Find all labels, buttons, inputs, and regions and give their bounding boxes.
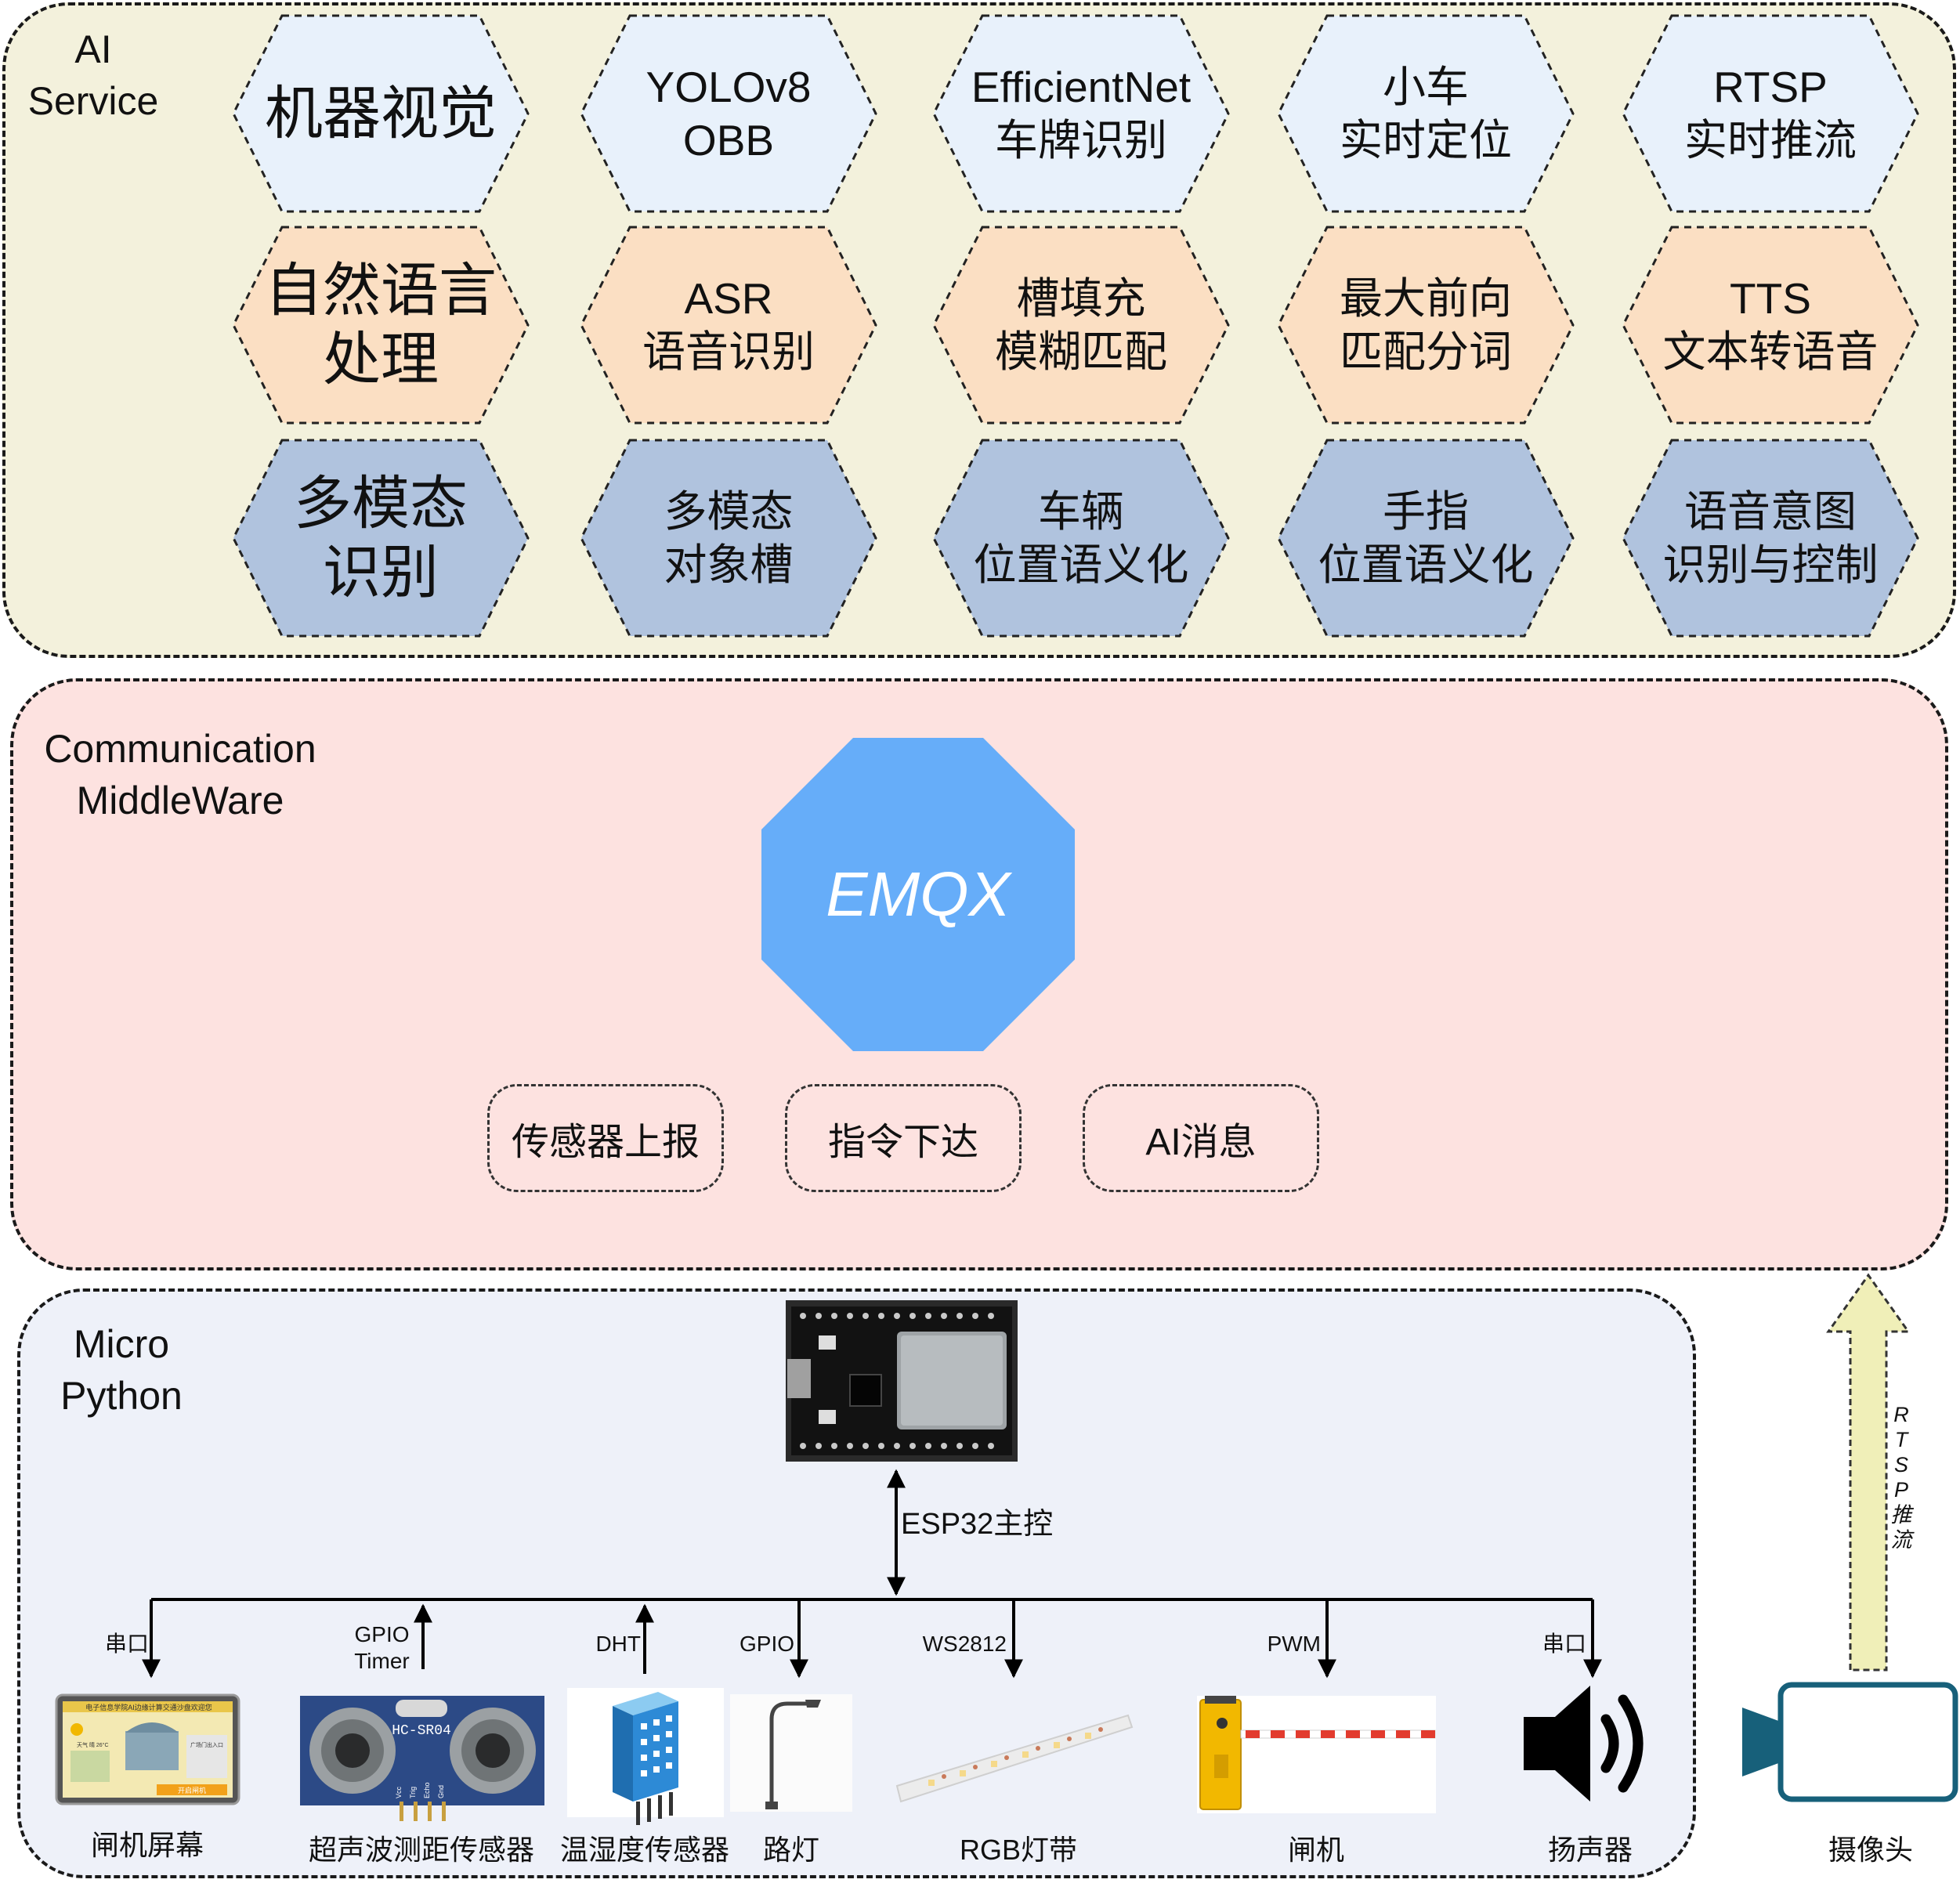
hexagon-vision-4 [1622,14,1919,213]
bus-lines [142,1469,1602,1679]
hex-voice-intent-control: 语音意图 识别与控制 [1662,487,1879,589]
hex-multimodal-recognition: 多模态 识别 [294,471,468,605]
hexagon-nlp-0 [232,226,530,425]
sensor-pin-vcc: Vcc [395,1786,403,1798]
device-ultrasonic-label: 超声波测距传感器 [308,1834,534,1866]
rgb-led-strip-icon [895,1714,1134,1803]
camera-label: 摄像头 [1828,1834,1913,1866]
hex-max-forward-match: 最大前向 匹配分词 [1339,274,1512,376]
camera-icon [1742,1682,1958,1802]
hex-slot-filling: 槽填充 模糊匹配 [994,274,1167,376]
topic-sensor-report: 传感器上报 [487,1084,724,1192]
hexagon-vision-0 [232,14,530,213]
hexagon-nlp-4 [1622,226,1919,425]
bus-label-dht: DHT [595,1632,641,1656]
device-gate-screen-label: 闸机屏幕 [90,1829,204,1861]
hexagon-nlp-2 [932,226,1230,425]
ai-service-title: AI Service [27,27,159,123]
hex-tts: TTS 文本转语音 [1662,274,1879,376]
hex-efficientnet-plate: EfficientNet 车牌识别 [971,63,1192,164]
ai-capability-hexagons [232,14,1919,638]
hexagon-vision-1 [580,14,877,213]
emqx-label: EMQX [826,859,1011,929]
sensor-pin-gnd: Gnd [437,1785,445,1798]
bus-label-gpio: GPIO [739,1632,794,1656]
hexagon-multimodal-3 [1277,439,1575,638]
rtsp-arrow-shape [1826,1273,1911,1672]
esp32-controller-label: ESP32主控 [901,1508,1054,1541]
hex-finger-position-semantics: 手指 位置语义化 [1318,487,1534,589]
bus-label-ws2812: WS2812 [922,1632,1007,1656]
hexagon-vision-3 [1277,14,1575,213]
speaker-icon [1524,1686,1644,1802]
hex-rtsp-streaming: RTSP 实时推流 [1683,63,1857,164]
screen-gate-text: 广场门出入口 [190,1741,223,1748]
hex-vehicle-position-semantics: 车辆 位置语义化 [973,487,1189,589]
sensor-pin-echo: Echo [423,1782,431,1798]
hexagon-nlp-3 [1277,226,1575,425]
topic-command-dispatch: 指令下达 [785,1084,1022,1192]
sensor-chip-text: HC-SR04 [392,1723,451,1739]
screen-button-text: 开启闸机 [178,1786,206,1794]
device-streetlight-label: 路灯 [762,1834,819,1866]
screen-header-text: 电子信息学院AI边缘计算交通沙盘欢迎您 [85,1703,212,1711]
bus-label-pwm: PWM [1267,1632,1321,1656]
hexagon-multimodal-2 [932,439,1230,638]
device-dht-label: 温湿度传感器 [559,1834,729,1866]
hex-asr: ASR 语音识别 [642,274,815,376]
screen-weather-text: 天气 晴 26°C [77,1741,109,1748]
gate-screen-icon: 电子信息学院AI边缘计算交通沙盘欢迎您 天气 晴 26°C 广场门出入口 开启闸… [55,1693,240,1805]
hexagon-multimodal-1 [580,439,877,638]
micropython-title: Micro Python [60,1322,183,1418]
hexagon-nlp-1 [580,226,877,425]
bus-label-gpio-timer: GPIO Timer [354,1622,410,1673]
device-speaker-label: 扬声器 [1547,1834,1633,1866]
hexagon-multimodal-0 [232,439,530,638]
hexagon-multimodal-4 [1622,439,1919,638]
hex-multimodal-object-slot: 多模态 对象槽 [664,487,794,589]
device-gate-label: 闸机 [1287,1834,1344,1866]
topic-ai-message: AI消息 [1083,1084,1319,1192]
communication-middleware-title: Communication MiddleWare [44,727,316,822]
sensor-pin-trig: Trig [409,1787,417,1798]
emqx-broker-octagon [761,738,1075,1051]
esp32-board-icon [786,1300,1018,1462]
device-rgb-strip-label: RGB灯带 [959,1834,1077,1866]
hexagon-vision-2 [932,14,1230,213]
hex-car-localization: 小车 实时定位 [1339,63,1512,164]
dht-sensor-icon [567,1688,724,1825]
hex-yolov8-obb: YOLOv8 OBB [645,63,812,164]
barrier-gate-icon [1197,1696,1436,1813]
bus-label-serial-speaker: 串口 [1542,1632,1586,1656]
hex-nlp: 自然语言 处理 [265,258,497,392]
streetlight-icon [730,1694,852,1812]
ultrasonic-sensor-icon: HC-SR04 Vcc Trig Echo Gnd [300,1696,544,1821]
hex-machine-vision: 机器视觉 [265,81,497,146]
bus-label-serial-screen: 串口 [104,1632,149,1656]
